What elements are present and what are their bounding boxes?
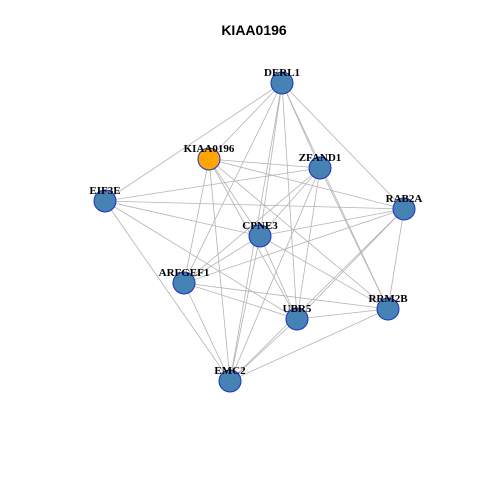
node-arfgef1[interactable] xyxy=(172,271,196,295)
edge-layer xyxy=(104,82,405,382)
edge-eif3e-ubr5 xyxy=(104,200,298,320)
node-label-kiaa0196: KIAA0196 xyxy=(184,143,235,155)
edge-ubr5-emc2 xyxy=(229,318,298,382)
edge-cpne3-emc2 xyxy=(229,235,261,382)
node-emc2[interactable] xyxy=(218,369,242,393)
node-label-emc2: EMC2 xyxy=(214,365,246,377)
edge-eif3e-emc2 xyxy=(104,200,231,382)
edge-cpne3-arfgef1 xyxy=(183,235,261,284)
node-label-zfand1: ZFAND1 xyxy=(299,152,342,164)
edge-zfand1-emc2 xyxy=(229,167,321,382)
node-rrm2b[interactable] xyxy=(376,297,400,321)
edge-kiaa0196-emc2 xyxy=(208,158,231,382)
edge-cpne3-rrm2b xyxy=(259,235,389,310)
node-label-eif3e: EIF3E xyxy=(89,185,120,197)
edge-rab2a-emc2 xyxy=(229,208,405,382)
node-label-derl1: DERL1 xyxy=(264,67,300,79)
edge-derl1-ubr5 xyxy=(281,82,298,320)
edge-rab2a-cpne3 xyxy=(259,208,405,237)
edge-kiaa0196-zfand1 xyxy=(208,158,321,169)
edge-kiaa0196-arfgef1 xyxy=(183,158,210,284)
edge-kiaa0196-cpne3 xyxy=(208,158,261,237)
edge-arfgef1-emc2 xyxy=(183,282,231,382)
edge-rab2a-arfgef1 xyxy=(183,208,405,284)
node-label-rab2a: RAB2A xyxy=(386,193,423,205)
node-rab2a[interactable] xyxy=(392,197,416,221)
node-label-cpne3: CPNE3 xyxy=(242,220,278,232)
edge-arfgef1-rrm2b xyxy=(183,282,389,310)
edge-eif3e-rab2a xyxy=(104,200,405,210)
edge-cpne3-ubr5 xyxy=(259,235,298,320)
edge-arfgef1-ubr5 xyxy=(183,282,298,320)
node-label-arfgef1: ARFGEF1 xyxy=(159,267,210,279)
edge-rab2a-ubr5 xyxy=(296,208,405,320)
edge-rab2a-rrm2b xyxy=(387,208,405,310)
edge-kiaa0196-rab2a xyxy=(208,158,405,210)
edge-eif3e-cpne3 xyxy=(104,200,261,237)
edge-rrm2b-emc2 xyxy=(229,308,389,382)
edge-derl1-arfgef1 xyxy=(183,82,283,284)
node-label-rrm2b: RRM2B xyxy=(368,293,408,305)
edge-derl1-rrm2b xyxy=(281,82,389,310)
node-kiaa0196[interactable] xyxy=(197,147,221,171)
diagram-title: KIAA0196 xyxy=(221,22,287,38)
edge-ubr5-rrm2b xyxy=(296,308,389,320)
edge-zfand1-eif3e xyxy=(104,167,321,202)
node-ubr5[interactable] xyxy=(285,307,309,331)
node-label-ubr5: UBR5 xyxy=(283,303,312,315)
edge-zfand1-rrm2b xyxy=(319,167,389,310)
node-cpne3[interactable] xyxy=(248,224,272,248)
edge-zfand1-ubr5 xyxy=(296,167,321,320)
edge-zfand1-cpne3 xyxy=(259,167,321,237)
node-zfand1[interactable] xyxy=(308,156,332,180)
node-derl1[interactable] xyxy=(270,71,294,95)
node-eif3e[interactable] xyxy=(93,189,117,213)
edge-derl1-cpne3 xyxy=(259,82,283,237)
node-layer xyxy=(93,71,416,393)
edge-derl1-kiaa0196 xyxy=(208,82,283,160)
edge-kiaa0196-rrm2b xyxy=(208,158,389,310)
edge-derl1-rab2a xyxy=(281,82,405,210)
edge-derl1-eif3e xyxy=(104,82,283,202)
